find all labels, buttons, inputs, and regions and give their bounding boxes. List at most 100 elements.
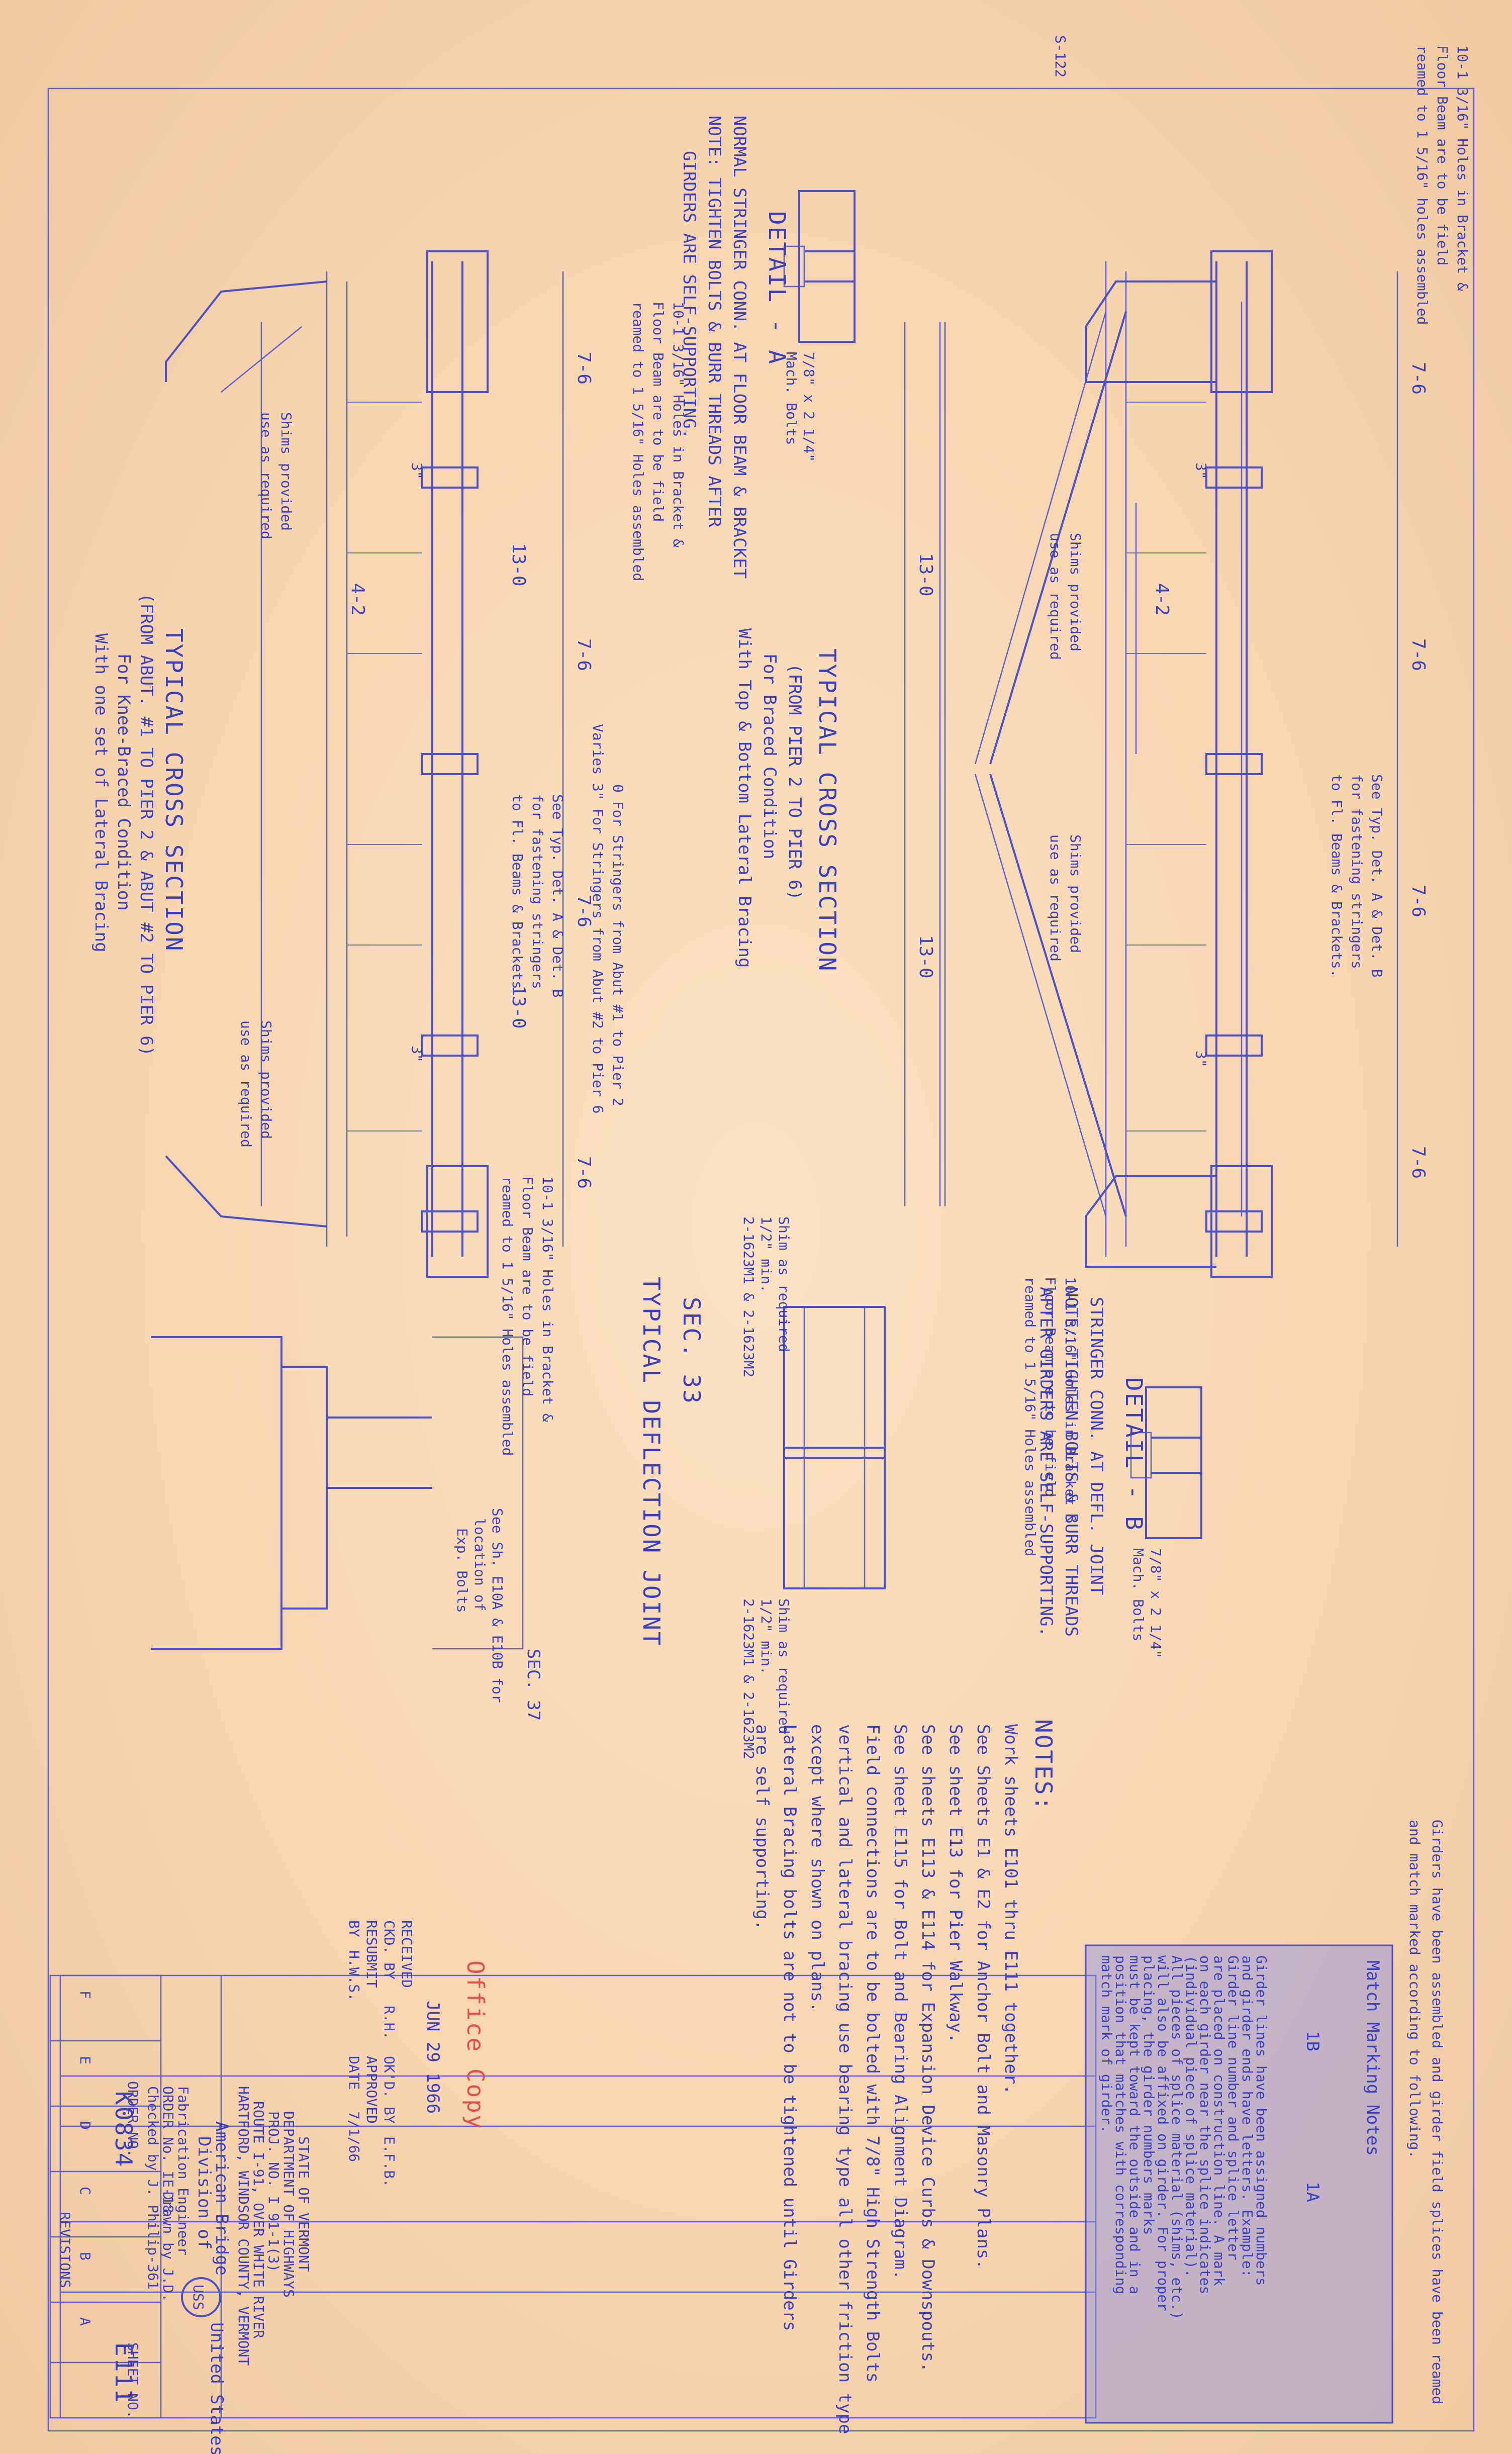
stamp-line-2: and girder ends have letters. Example: bbox=[1239, 1955, 1256, 2278]
rev-header: REVISIONS bbox=[57, 2212, 73, 2288]
office-copy-stamp: Office Copy bbox=[462, 1960, 489, 2130]
detail-b-title: DETAIL - B bbox=[1120, 1377, 1148, 1532]
lower-dim-7: 13-0 bbox=[508, 985, 529, 1029]
detail-a-bolts-2: Mach. Bolts bbox=[783, 352, 800, 445]
stamp-line-9: placing, the girder numbers marks bbox=[1141, 1955, 1157, 2235]
upper-girder-left bbox=[1210, 250, 1273, 393]
detail-a-bolts-1: 7/8" x 2 1/4" bbox=[801, 352, 817, 462]
lower-section-sub1: (FROM ABUT. #1 TO PIER 2 & ABUT #2 TO PI… bbox=[136, 593, 156, 1056]
proj-label: PROJ. NO. I 91-1(3) bbox=[265, 2111, 282, 2272]
notes-line-8: except where shown on plans. bbox=[807, 1724, 827, 2012]
stamp-line-6: (individual piece of splice material). bbox=[1183, 1955, 1199, 2278]
shim-top-2: 1/2" min. bbox=[758, 1216, 775, 1293]
detail-b-bolts-1: 7/8" x 2 1/4" bbox=[1148, 1548, 1164, 1658]
upper-holes-right-2: Floor Beam are to be field bbox=[1042, 1277, 1059, 1497]
lower-holes-left-2: Floor Beam are to be field bbox=[650, 302, 667, 522]
upper-dim-3: 7-6 bbox=[1408, 885, 1429, 917]
upper-brace-1 bbox=[989, 311, 1127, 765]
rev-e: E bbox=[77, 2056, 93, 2064]
checked-line: Checked by J. Philip-361 bbox=[145, 2086, 161, 2290]
lower-holes-left-3: reamed to 1 5/16" Holes assembled bbox=[630, 302, 646, 581]
lower-holes-left-1: 10-1 3/16" Holes in Bracket & bbox=[670, 302, 687, 547]
date-label: DATE bbox=[346, 2056, 362, 2090]
shim-bottom-1: Shim as required bbox=[776, 1598, 792, 1734]
upper-dim-5: 4-2 bbox=[1152, 583, 1172, 616]
route-label: ROUTE I-91, OVER WHITE RIVER bbox=[250, 2101, 267, 2338]
company-2: Division of bbox=[194, 2136, 214, 2249]
lower-shims-1b: use as required bbox=[258, 412, 274, 539]
state-label: STATE OF VERMONT bbox=[296, 2136, 312, 2272]
revision-block bbox=[49, 1974, 162, 2419]
upper-bracket-right bbox=[1085, 1175, 1216, 1268]
upper-shims-1b: use as required bbox=[1047, 533, 1064, 660]
stamp-box-1b: 1B bbox=[1302, 2031, 1322, 2051]
deflection-joint-graphic bbox=[783, 1306, 886, 1589]
lower-section-sub3: With one set of Lateral Bracing bbox=[91, 633, 111, 953]
stamp-line-4: are placed on construction line. A mark bbox=[1211, 1955, 1227, 2286]
detail-b-graphic bbox=[1130, 1386, 1202, 1539]
upper-deck-hatch bbox=[1126, 402, 1206, 1131]
upper-dim-1: 7-6 bbox=[1408, 362, 1429, 395]
stamp-line-3: Girder line number and splice letter bbox=[1225, 1955, 1242, 2260]
upper-section-sub2: For Braced Condition bbox=[760, 653, 780, 859]
notes-line-2: See Sheets E1 & E2 for Anchor Bolt and M… bbox=[973, 1724, 993, 2270]
upper-section-title: TYPICAL CROSS SECTION bbox=[814, 648, 841, 973]
lower-section-sub2: For Knee-Braced Condition bbox=[114, 653, 134, 911]
order-line: ORDER No. IE-18 bbox=[160, 2086, 176, 2213]
deflection-title: TYPICAL DEFLECTION JOINT bbox=[638, 1277, 665, 1647]
company-1: American Bridge bbox=[212, 2121, 232, 2276]
shim-bottom-2: 1/2" min. bbox=[758, 1598, 775, 1675]
stamp-line-7: All pieces of splice material (shims, et… bbox=[1169, 1955, 1185, 2320]
upper-holes-left-3: reamed to 1 5/16" holes assembled bbox=[1414, 45, 1431, 325]
order-label: ORDER NO. bbox=[125, 2081, 141, 2157]
upper-shims-1a: Shims provided bbox=[1067, 533, 1084, 651]
notes-line-3: See sheet E13 for Pier Walkway. bbox=[946, 1724, 966, 2043]
okd-val: E.F.B. bbox=[381, 2136, 398, 2187]
notes-line-9: Lateral Bracing bolts are not to be tigh… bbox=[780, 1724, 800, 2331]
lower-see-sh-1: See Sh. E10A & E10B for bbox=[489, 1508, 506, 1703]
lower-holes-right-1: 10-1 3/16" Holes in Bracket & bbox=[539, 1176, 556, 1422]
detail-b-note-2: NOTE: TIGHTEN BOLTS & BURR THREADS bbox=[1061, 1287, 1081, 1637]
ckd-val: R.H. bbox=[381, 2006, 398, 2039]
upper-dim-6: 13-0 bbox=[915, 553, 936, 597]
detail-b-bolts-2: Mach. Bolts bbox=[1130, 1548, 1147, 1641]
detail-b-note-1: STRINGER CONN. AT DEFL. JOINT bbox=[1086, 1297, 1106, 1595]
dept-label: DEPARTMENT OF HIGHWAYS bbox=[280, 2111, 297, 2298]
notes-line-1: Work sheets E101 thru E111 together. bbox=[1001, 1724, 1021, 2095]
upper-cross-section bbox=[904, 250, 1398, 1278]
upper-shims-2a: Shims provided bbox=[1067, 834, 1084, 953]
sheet-border bbox=[47, 87, 1475, 2432]
sheet-label: SHEET NO. bbox=[125, 2342, 141, 2419]
lower-dim-1: 7-6 bbox=[574, 352, 594, 385]
upper-holes-left-1: 10-1 3/16" Holes in Bracket & bbox=[1454, 45, 1471, 291]
title-block-graphic bbox=[49, 1944, 1393, 2424]
upper-dim-7: 13-0 bbox=[915, 935, 936, 979]
handnote-2: and match marked according to following. bbox=[1406, 1820, 1423, 2158]
detail-a-note-3: GIRDERS ARE SELF-SUPPORTING. bbox=[679, 151, 699, 439]
by-label: BY bbox=[346, 1920, 362, 1937]
notes-line-5: See sheet E115 for Bolt and Bearing Alig… bbox=[890, 1724, 910, 2280]
ckd-label: CKD. BY bbox=[381, 1920, 398, 1979]
stamp-line-5: on each girder near the splice indicates bbox=[1197, 1955, 1213, 2294]
lower-dim-3: 7-6 bbox=[574, 895, 594, 927]
uss-logo-icon bbox=[181, 2277, 221, 2317]
sheet-no: E111 bbox=[110, 2342, 137, 2404]
rev-c: C bbox=[77, 2187, 93, 2195]
lower-dim-5: 4-2 bbox=[347, 583, 368, 616]
stamp-line-8: will also be affixed on girder. For prop… bbox=[1155, 1955, 1171, 2311]
corner-note: S-122 bbox=[1052, 35, 1069, 77]
lower-deck-hatch bbox=[347, 402, 422, 1131]
upper-girder-right bbox=[1210, 1165, 1273, 1278]
lower-varies-2: Varies 3" For Stringers from Abut #2 to … bbox=[590, 724, 606, 1113]
okd-label: OK'D. BY bbox=[381, 2056, 398, 2124]
lower-section-title: TYPICAL CROSS SECTION bbox=[160, 628, 187, 953]
lower-knee-brace-right bbox=[165, 1155, 327, 1228]
shim-top-1: Shim as required bbox=[776, 1216, 792, 1352]
drawn-line: Drawn by J.D. bbox=[160, 2192, 176, 2302]
drawing-no: K0834 bbox=[110, 2091, 137, 2168]
received-label: RECEIVED bbox=[399, 1920, 415, 1988]
upper-bracket-left bbox=[1085, 280, 1216, 383]
fab-line: Fabrication Engineer bbox=[175, 2086, 192, 2255]
lower-stringers bbox=[421, 466, 479, 1233]
